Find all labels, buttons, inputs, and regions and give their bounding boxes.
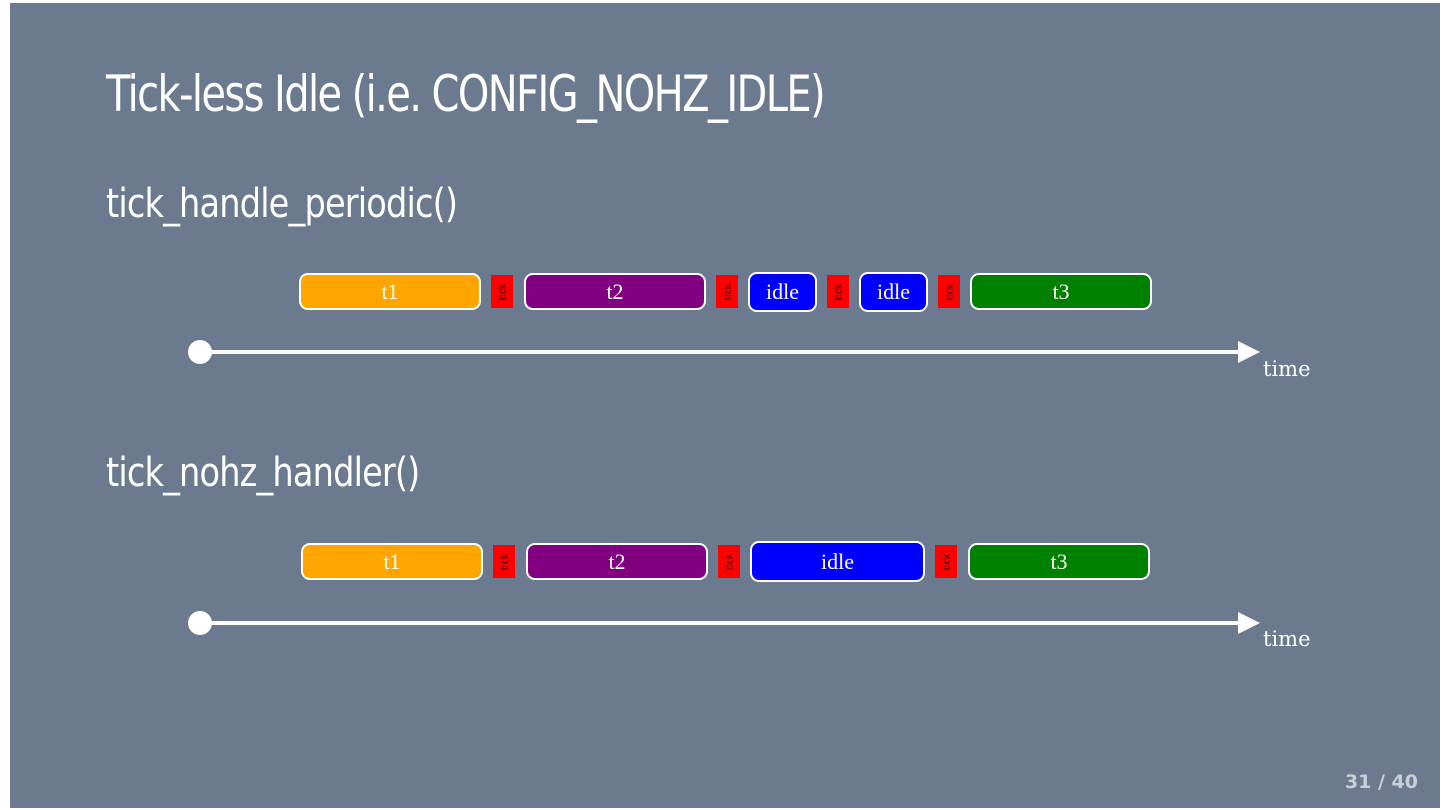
periodic-idle-block-2: idle	[859, 272, 928, 312]
nohz-tick-3-label: tick	[940, 553, 952, 570]
periodic-tick-2: tick	[716, 275, 738, 308]
slide: Tick-less Idle (i.e. CONFIG_NOHZ_IDLE) t…	[10, 3, 1440, 808]
nohz-time-label: time	[1263, 627, 1311, 651]
nohz-tick-2-label: tick	[723, 553, 735, 570]
periodic-t3-block: t3	[970, 273, 1152, 310]
periodic-t1-block: t1	[299, 273, 481, 310]
nohz-tick-1-label: tick	[498, 553, 510, 570]
periodic-tick-3-label: tick	[832, 283, 844, 300]
nohz-tick-2: tick	[718, 545, 740, 578]
nohz-heading: tick_nohz_handler()	[106, 450, 420, 496]
periodic-tick-4: tick	[938, 275, 960, 308]
periodic-tick-1: tick	[491, 275, 513, 308]
page-number: 31 / 40	[1344, 771, 1418, 793]
slide-title: Tick-less Idle (i.e. CONFIG_NOHZ_IDLE)	[106, 65, 826, 123]
nohz-t2-block: t2	[526, 543, 708, 580]
nohz-time-axis	[188, 608, 1308, 638]
nohz-tick-3: tick	[935, 545, 957, 578]
periodic-tick-1-label: tick	[496, 283, 508, 300]
periodic-time-axis	[188, 337, 1308, 367]
nohz-tick-1: tick	[493, 545, 515, 578]
periodic-idle-block-1: idle	[748, 272, 817, 312]
periodic-tick-3: tick	[827, 275, 849, 308]
periodic-tick-4-label: tick	[943, 283, 955, 300]
periodic-t2-block: t2	[524, 273, 706, 310]
periodic-tick-2-label: tick	[721, 283, 733, 300]
nohz-t3-block: t3	[968, 543, 1150, 580]
periodic-heading: tick_handle_periodic()	[106, 181, 458, 227]
periodic-time-label: time	[1263, 357, 1311, 381]
nohz-idle-block: idle	[750, 541, 925, 582]
nohz-t1-block: t1	[301, 543, 483, 580]
